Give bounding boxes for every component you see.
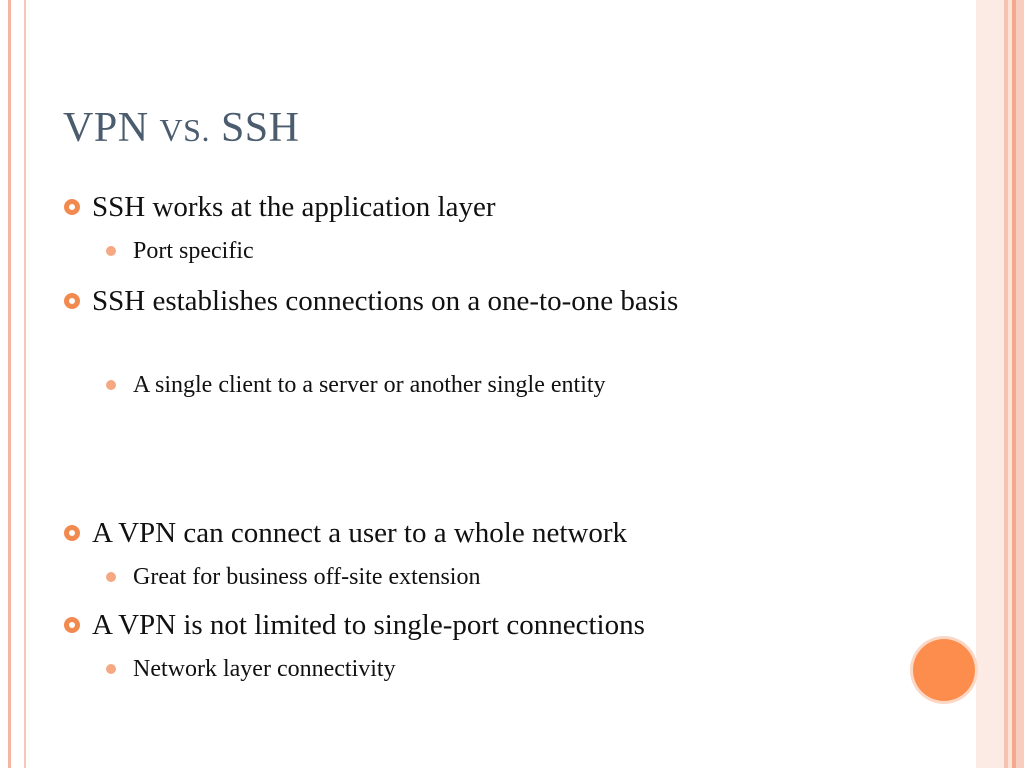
sub-bullet-item: Great for business off-site extension xyxy=(106,562,480,592)
sub-bullet-icon xyxy=(106,572,116,582)
left-border-line-inner xyxy=(24,0,26,768)
title-vs: VS. xyxy=(159,112,210,148)
sub-bullet-item: Network layer connectivity xyxy=(106,654,396,684)
stripe xyxy=(976,0,1004,768)
stripe xyxy=(1008,0,1012,768)
sub-bullet-text: Great for business off-site extension xyxy=(133,564,481,590)
stripe xyxy=(1016,0,1024,768)
decorative-circle xyxy=(913,639,975,701)
bullet-icon xyxy=(64,199,80,215)
sub-bullet-text: Port specific xyxy=(133,238,254,264)
sub-bullet-icon xyxy=(106,380,116,390)
left-border-line xyxy=(8,0,11,768)
bullet-item: SSH works at the application layer xyxy=(64,188,822,226)
bullet-text: SSH establishes connections on a one-to-… xyxy=(92,285,679,317)
slide-title: VPN VS. SSH xyxy=(63,104,300,152)
sub-bullet-item: Port specific xyxy=(106,236,254,266)
right-decorative-stripes xyxy=(976,0,1024,768)
bullet-item: SSH establishes connections on a one-to-… xyxy=(64,282,822,320)
sub-bullet-text: Network layer connectivity xyxy=(133,656,396,682)
bullet-item: A VPN is not limited to single-port conn… xyxy=(64,606,822,644)
bullet-text: A VPN is not limited to single-port conn… xyxy=(92,609,645,641)
sub-bullet-text: A single client to a server or another s… xyxy=(133,372,606,398)
bullet-icon xyxy=(64,525,80,541)
bullet-text: SSH works at the application layer xyxy=(92,191,496,223)
bullet-text: A VPN can connect a user to a whole netw… xyxy=(92,517,628,549)
bullet-item: A VPN can connect a user to a whole netw… xyxy=(64,514,822,552)
bullet-icon xyxy=(64,293,80,309)
title-main: VPN xyxy=(63,105,160,151)
stripe xyxy=(1012,0,1016,768)
stripe xyxy=(1004,0,1008,768)
bullet-icon xyxy=(64,617,80,633)
sub-bullet-icon xyxy=(106,246,116,256)
sub-bullet-item: A single client to a server or another s… xyxy=(106,370,606,400)
title-end: SSH xyxy=(209,105,300,151)
sub-bullet-icon xyxy=(106,664,116,674)
